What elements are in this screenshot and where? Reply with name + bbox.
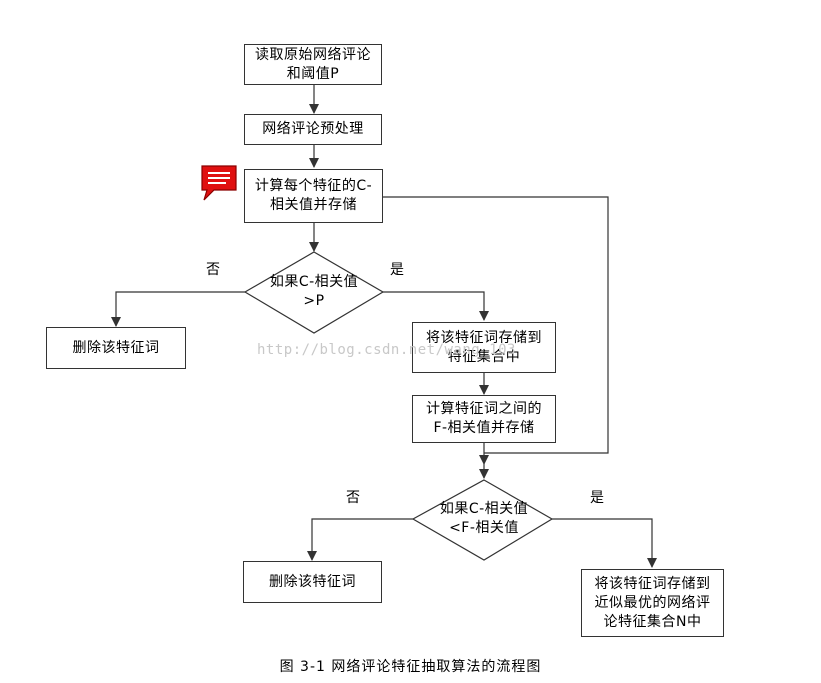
label-yes-2: 是 (590, 490, 604, 506)
delete-word-box-1: 删除该特征词 (46, 327, 186, 369)
read-input-box: 读取原始网络评论 和阈值P (244, 44, 382, 85)
arrow-decision1-no (111, 291, 245, 327)
decision-c-f-shape (411, 479, 554, 561)
figure-caption: 图 3-1 网络评论特征抽取算法的流程图 (279, 659, 542, 675)
delete-word-box-2: 删除该特征词 (243, 561, 382, 603)
label-no-2: 否 (346, 490, 360, 506)
store-feature-set-box: 将该特征词存储到 特征集合中 (412, 322, 556, 373)
comment-bubble-icon[interactable] (200, 164, 238, 204)
decision-c-p-text: 如果C-相关值 >P (269, 274, 359, 309)
decision-c-p-shape (243, 251, 385, 334)
arrow-decision2-no (307, 518, 413, 561)
line-compute-bypass (383, 196, 609, 454)
compute-f-box: 计算特征词之间的 F-相关值并存储 (412, 395, 556, 443)
watermark: http://blog.csdn.net/wang_103 (257, 342, 516, 358)
label-no-1: 否 (206, 262, 220, 278)
preprocess-box: 网络评论预处理 (244, 114, 382, 145)
label-yes-1: 是 (390, 262, 404, 278)
compute-c-box: 计算每个特征的C- 相关值并存储 (244, 169, 383, 223)
arrow-decision2-yes (552, 518, 657, 568)
store-optimal-set-box: 将该特征词存储到 近似最优的网络评 论特征集合N中 (581, 569, 724, 637)
arrow-decision1-yes (383, 291, 489, 321)
decision-c-f-text: 如果C-相关值 <F-相关值 (439, 501, 529, 536)
